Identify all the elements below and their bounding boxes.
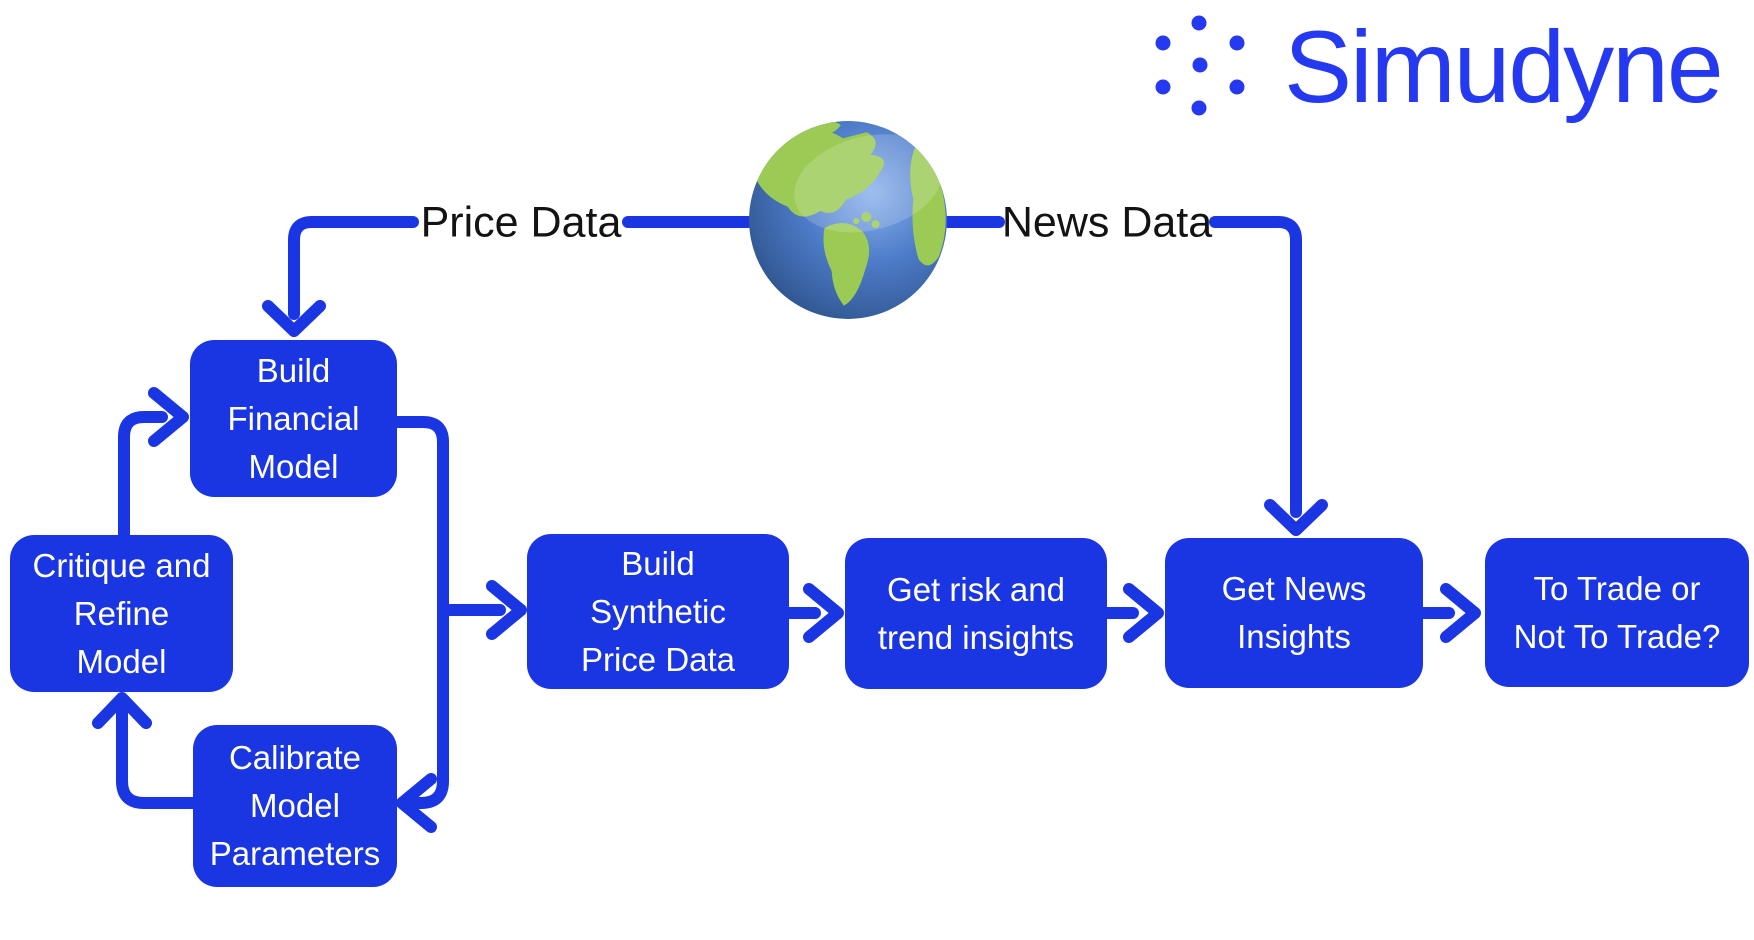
node-label-line: Price Data [580,640,736,678]
node-to-trade-or-not-to-trade: To Trade or Not To Trade? [1485,538,1749,687]
node-get-risk-and-trend-insights: Get risk and trend insights [845,538,1107,689]
node-calibrate-model-parameters: Calibrate Model Parameters [193,725,397,887]
edge-calibrate-to-critique [116,706,199,809]
edge-news-to-trade-arrowhead-icon [1440,583,1481,643]
node-label-line: Not To Trade? [1513,617,1721,655]
edge-news-data-arrowhead-icon [1264,499,1328,536]
edge-price-data-arrowhead-icon [262,300,326,337]
edge-news-data-elbow [1209,216,1302,518]
node-label-line: To Trade or [1533,569,1701,607]
node-label-line: Build [256,351,331,389]
node-label-line: Parameters [209,835,381,872]
earth-globe-americas-icon [749,121,947,319]
edge-critique-to-build [118,411,168,541]
node-label-line: Model [76,642,167,680]
edge-build-to-synthetic-arrowhead-icon [486,580,527,640]
news-data-label: News Data [1001,198,1213,247]
node-get-news-insights: Get News Insights [1165,538,1423,688]
node-label-line: Model [248,447,339,485]
node-build-financial-model: Build Financial Model [190,340,397,497]
edge-build-to-calibrate [391,416,449,809]
node-build-synthetic-price-data: Build Synthetic Price Data [527,534,789,689]
node-label-line: Build [621,544,695,582]
node-label-line: Financial [227,399,360,437]
node-label-line: Refine [73,594,170,632]
price-data-label: Price Data [420,198,622,247]
node-label-line: Get News [1221,570,1367,607]
node-label-line: Insights [1237,618,1351,655]
node-label-line: Synthetic [590,592,726,630]
edge-calibrate-to-critique-arrowhead-icon [92,692,152,729]
edge-risk-to-news-arrowhead-icon [1123,583,1164,643]
edge-synthetic-to-risk-arrowhead-icon [803,583,844,643]
simudyne-dots-icon [1155,15,1245,116]
node-label-line: Calibrate [228,739,362,776]
edge-price-data-elbow [288,216,419,320]
node-label-line: Model [250,787,340,824]
node-label-line: trend insights [877,618,1075,656]
node-critique-and-refine-model: Critique and Refine Model [10,535,233,692]
simudyne-wordmark: Simudyne [1284,10,1724,124]
node-label-line: Get risk and [887,570,1065,608]
edge-critique-to-build-arrowhead-icon [148,387,189,447]
edge-build-to-calibrate-arrowhead-icon [396,773,437,833]
node-label-line: Critique and [32,546,211,584]
